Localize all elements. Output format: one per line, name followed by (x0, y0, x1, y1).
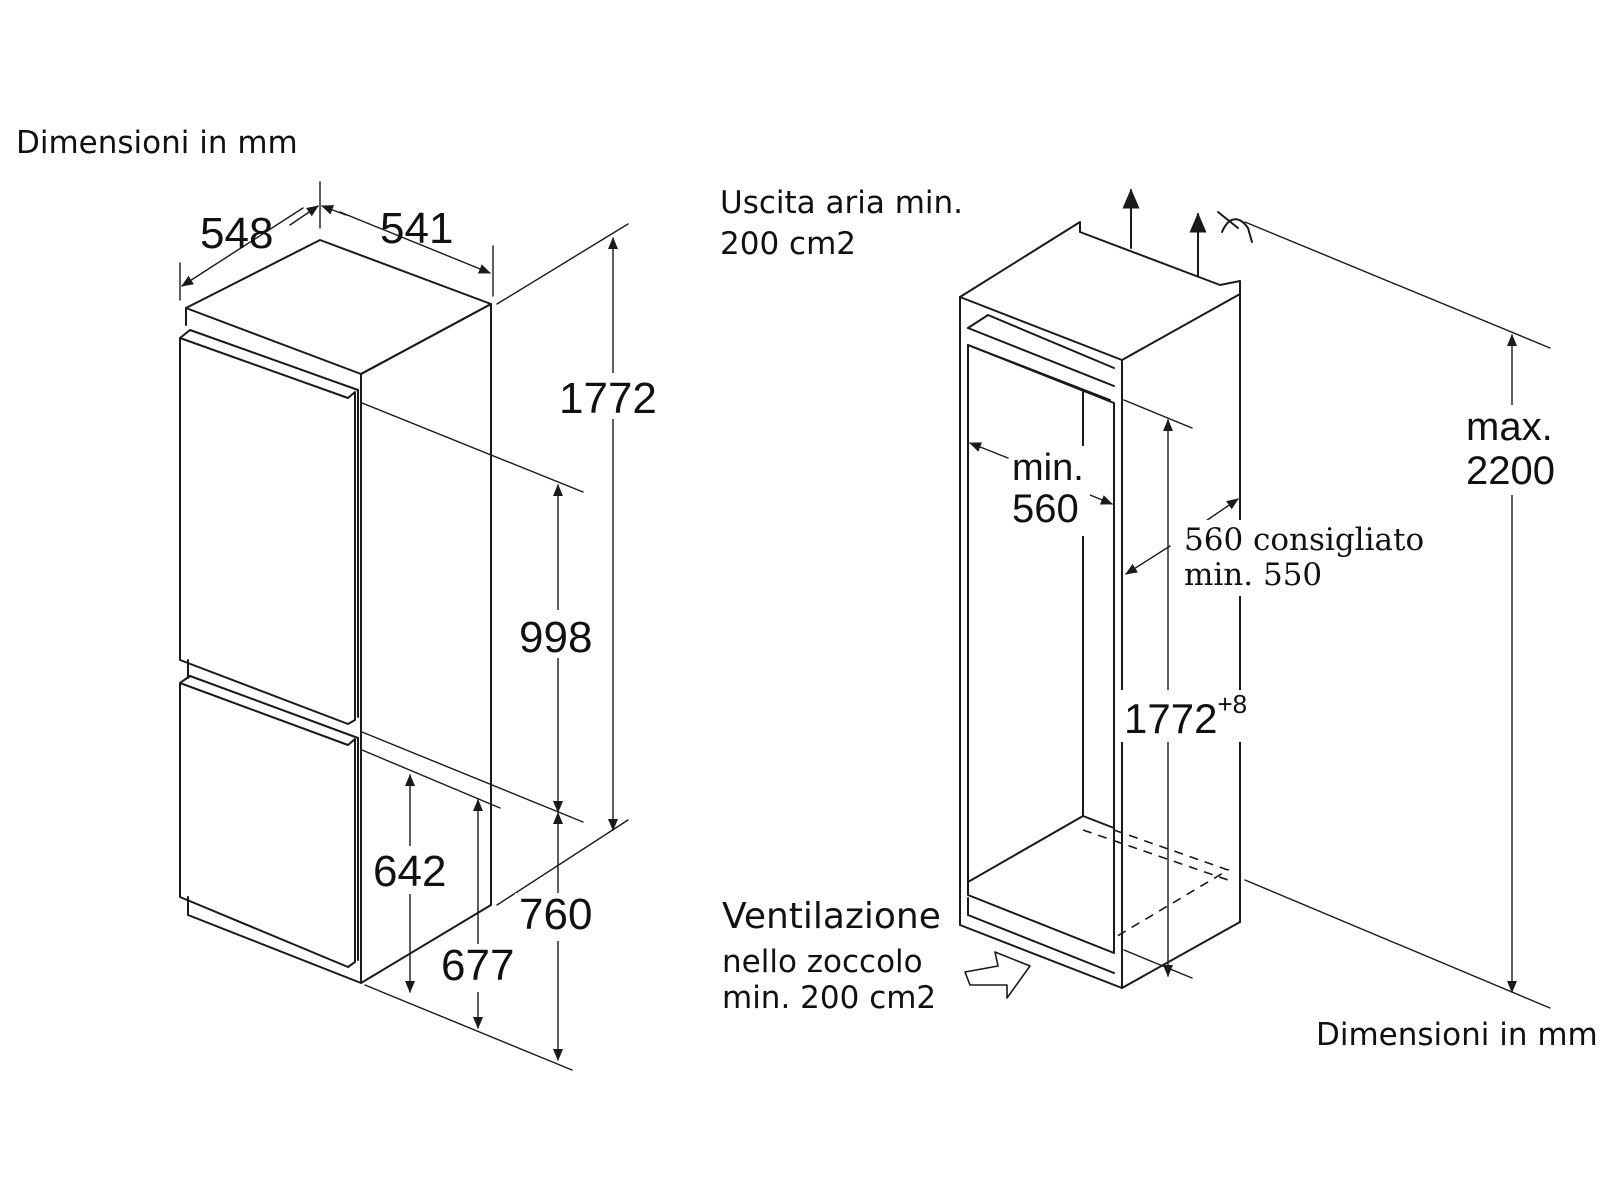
tolerance-symbol (1217, 211, 1253, 243)
dimensions-caption-left: Dimensioni in mm (16, 125, 298, 161)
freezer-door-label: 642 (373, 847, 446, 896)
niche-min-width-line1: min. (1012, 447, 1084, 489)
lower-section-label: 677 (441, 941, 514, 990)
niche-inner-opening (967, 344, 1115, 954)
ventilation-title: Ventilazione (722, 896, 941, 937)
width-label: 541 (380, 204, 453, 253)
base-height-label: 760 (519, 890, 592, 939)
appliance-drawing: 548 541 1772 998 642 760 677 (179, 181, 663, 1071)
height-label: 1772 (559, 374, 657, 423)
freezer-door (179, 682, 356, 968)
air-outlet-line2: 200 cm2 (720, 226, 856, 262)
ventilation-line2: min. 200 cm2 (722, 980, 936, 1016)
ventilation-line1: nello zoccolo (722, 944, 923, 980)
ventilation-inlet-arrow (964, 951, 1031, 999)
niche-height-label: 1772+8 (1124, 689, 1247, 742)
fridge-door (179, 337, 356, 725)
depth-recommended-line1: 560 consigliato (1184, 522, 1424, 558)
niche-front-frame (959, 296, 1123, 989)
dimensions-caption-right: Dimensioni in mm (1316, 1017, 1598, 1053)
depth-label: 548 (200, 209, 273, 258)
air-outlet-line1: Uscita aria min. (720, 185, 963, 221)
appliance-side-face (360, 303, 492, 984)
niche-max-height-line2: 2200 (1466, 449, 1555, 493)
fridge-door-label: 998 (519, 613, 592, 662)
niche-max-height-line1: max. (1466, 405, 1553, 449)
appliance-top-face (185, 239, 492, 375)
niche-drawing: min. 560 1772+8 max. 2200 (959, 188, 1570, 1009)
depth-recommended-line2: min. 550 (1184, 557, 1322, 593)
niche-min-width-line2: 560 (1012, 487, 1079, 531)
